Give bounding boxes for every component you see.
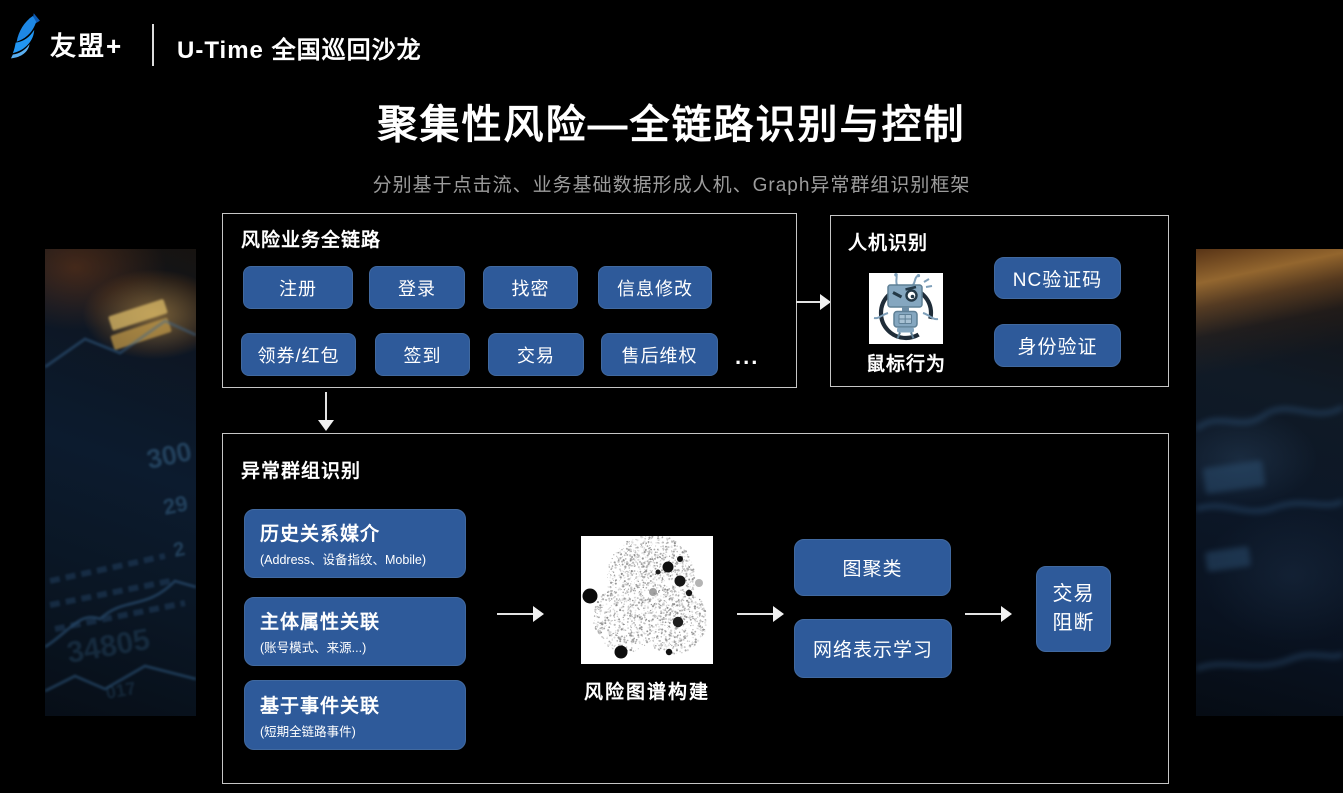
arrow-down-icon xyxy=(318,392,334,431)
arrow-right-icon xyxy=(965,606,1012,622)
outcome-trade-block: 交易阻断 xyxy=(1036,566,1111,652)
svg-text:29: 29 xyxy=(161,490,190,520)
svg-text:300: 300 xyxy=(144,436,194,475)
arrow-right-icon xyxy=(737,606,784,622)
arrow-right-icon xyxy=(796,294,831,310)
graph-caption: 风险图谱构建 xyxy=(563,677,731,704)
svg-text:2: 2 xyxy=(171,538,186,562)
group-detection-title: 异常群组识别 xyxy=(241,456,361,483)
chip-checkin: 签到 xyxy=(375,333,470,376)
brand-name: 友盟+ xyxy=(50,26,123,63)
finance-photo-left: 300 29 2 34805 017 xyxy=(45,249,196,716)
chip-login: 登录 xyxy=(369,266,465,309)
source-history-media: 历史关系媒介 (Address、设备指纹、Mobile) xyxy=(244,509,466,578)
group-detection-panel: 异常群组识别 历史关系媒介 (Address、设备指纹、Mobile) 主体属性… xyxy=(222,433,1169,784)
risk-chain-title: 风险业务全链路 xyxy=(241,225,381,252)
chip-aftersale: 售后维权 xyxy=(601,333,718,376)
svg-text:34805: 34805 xyxy=(64,623,152,670)
source-subject-attr: 主体属性关联 (账号模式、来源...) xyxy=(244,597,466,666)
method-network-embedding: 网络表示学习 xyxy=(794,619,952,678)
page-subtitle: 分别基于点击流、业务基础数据形成人机、Graph异常群组识别框架 xyxy=(0,170,1343,197)
finance-photo-right xyxy=(1196,249,1343,716)
more-ellipsis: ... xyxy=(735,344,759,370)
risk-chain-panel: 风险业务全链路 注册 登录 找密 信息修改 领券/红包 签到 交易 售后维权 .… xyxy=(222,213,797,388)
risk-graph-image xyxy=(581,536,713,664)
chip-info-change: 信息修改 xyxy=(598,266,712,309)
svg-text:017: 017 xyxy=(104,678,137,703)
robot-icon xyxy=(868,273,944,344)
human-machine-panel: 人机识别 xyxy=(830,215,1169,387)
chip-coupon: 领券/红包 xyxy=(241,333,356,376)
nc-captcha-chip: NC验证码 xyxy=(994,257,1121,299)
chip-password-recovery: 找密 xyxy=(483,266,578,309)
identity-verify-chip: 身份验证 xyxy=(994,324,1121,367)
method-graph-clustering: 图聚类 xyxy=(794,539,951,596)
robot-caption: 鼠标行为 xyxy=(856,349,956,376)
umeng-logo-icon xyxy=(10,12,48,60)
header-divider xyxy=(152,24,154,66)
chip-register: 注册 xyxy=(243,266,353,309)
source-event-link: 基于事件关联 (短期全链路事件) xyxy=(244,680,466,750)
human-machine-title: 人机识别 xyxy=(848,228,928,255)
arrow-right-icon xyxy=(497,606,544,622)
chip-trade: 交易 xyxy=(488,333,584,376)
event-title: U-Time 全国巡回沙龙 xyxy=(177,30,422,65)
page-title: 聚集性风险—全链路识别与控制 xyxy=(0,92,1343,150)
